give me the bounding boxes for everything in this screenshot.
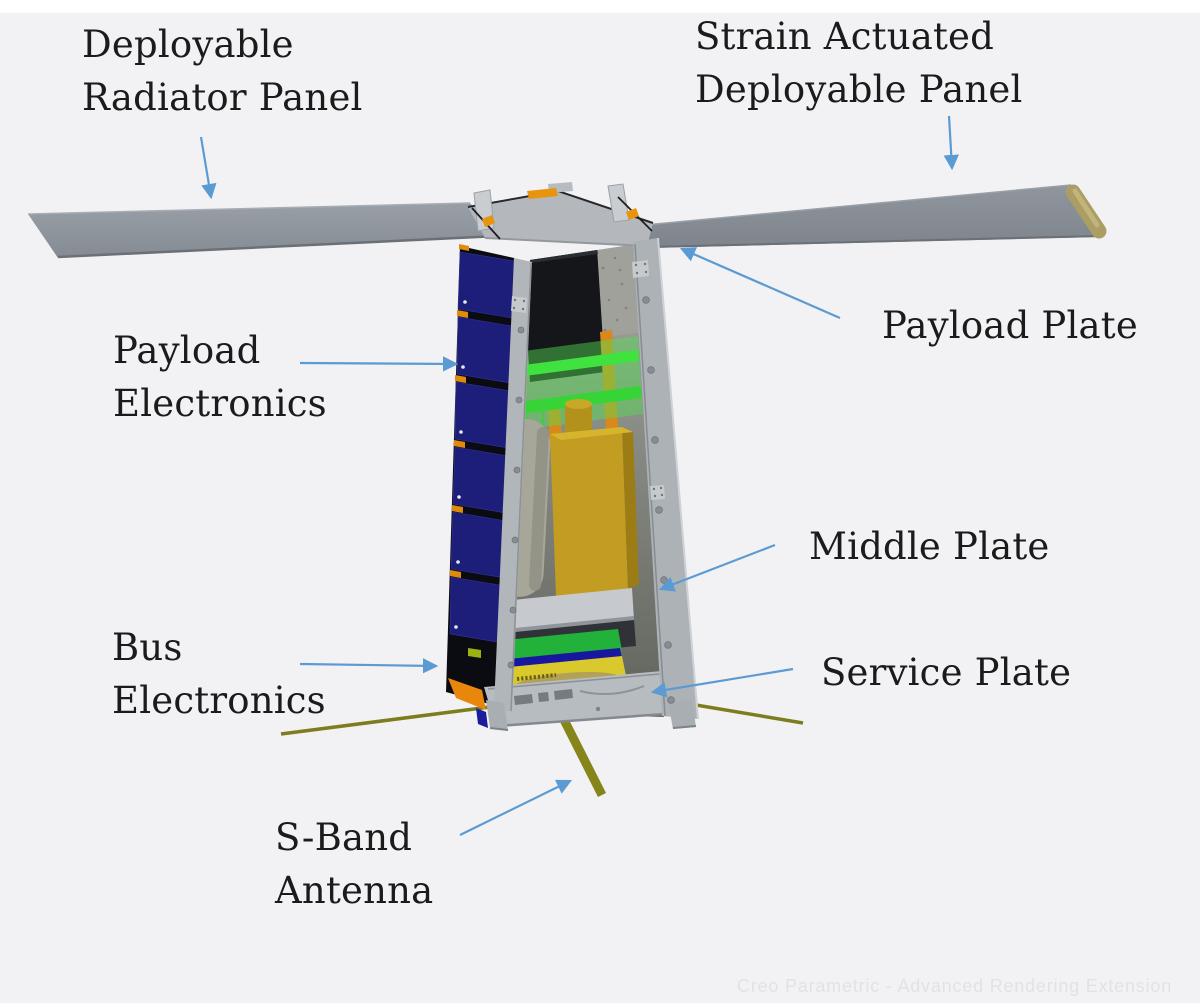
payload-black-box bbox=[522, 248, 605, 382]
top-white-strip bbox=[0, 0, 1200, 13]
label-strain-actuated-deployable-panel: Strain Actuated Deployable Panel bbox=[695, 10, 1023, 116]
label-line: S-Band bbox=[275, 816, 413, 859]
arrow-strain-actuated-deployable-panel bbox=[943, 115, 959, 171]
service-plate-graphic bbox=[484, 671, 680, 728]
right-foot bbox=[668, 700, 696, 729]
label-line: Deployable Panel bbox=[695, 68, 1023, 111]
label-line: Payload bbox=[113, 329, 261, 372]
solar-connector-tabs bbox=[450, 244, 469, 578]
callout-arrows bbox=[199, 115, 959, 836]
arrow-middle-plate bbox=[658, 543, 776, 592]
creo-watermark: Creo Parametric - Advanced Rendering Ext… bbox=[737, 976, 1173, 996]
corner-brackets bbox=[511, 260, 665, 500]
left-rail bbox=[494, 258, 532, 712]
label-s-band-antenna: S-Band Antenna bbox=[275, 811, 433, 917]
label-bus-electronics: Bus Electronics bbox=[112, 621, 326, 727]
label-line: Strain Actuated bbox=[695, 15, 995, 58]
label-line: Middle Plate bbox=[809, 525, 1050, 568]
label-deployable-radiator-panel: Deployable Radiator Panel bbox=[82, 18, 363, 124]
left-foot bbox=[486, 700, 508, 731]
arrow-bus-electronics bbox=[299, 658, 439, 674]
label-payload-plate: Payload Plate bbox=[882, 299, 1138, 352]
strain-actuated-deployable-panel-graphic bbox=[644, 184, 1107, 248]
label-line: Electronics bbox=[112, 679, 326, 722]
label-line: Radiator Panel bbox=[82, 76, 363, 119]
gold-box bbox=[550, 427, 628, 596]
hinge-orange-center bbox=[527, 188, 558, 199]
label-payload-electronics: Payload Electronics bbox=[113, 324, 327, 430]
label-line: Electronics bbox=[113, 382, 327, 425]
arrow-s-band-antenna bbox=[459, 779, 573, 836]
right-rail bbox=[633, 238, 698, 719]
deployable-radiator-panel-graphic bbox=[27, 202, 500, 259]
arrow-deployable-radiator-panel bbox=[199, 136, 217, 200]
arrow-payload-electronics bbox=[299, 356, 459, 372]
label-line: Deployable bbox=[82, 23, 294, 66]
arrow-service-plate bbox=[650, 667, 794, 698]
antenna-wire-left bbox=[280, 703, 506, 736]
solar-panel-face bbox=[446, 244, 515, 728]
label-line: Antenna bbox=[275, 869, 434, 912]
label-middle-plate: Middle Plate bbox=[809, 520, 1050, 573]
payload-plate-graphic bbox=[467, 182, 654, 247]
bus-orange-wedge bbox=[448, 678, 486, 710]
label-service-plate: Service Plate bbox=[821, 646, 1071, 699]
hinge-tab-left bbox=[473, 189, 495, 232]
solar-cell-dots bbox=[454, 300, 467, 629]
arrow-payload-plate bbox=[679, 247, 841, 320]
label-line: Bus bbox=[112, 626, 183, 669]
label-line: Service Plate bbox=[821, 651, 1072, 694]
label-line: Payload Plate bbox=[882, 304, 1138, 347]
